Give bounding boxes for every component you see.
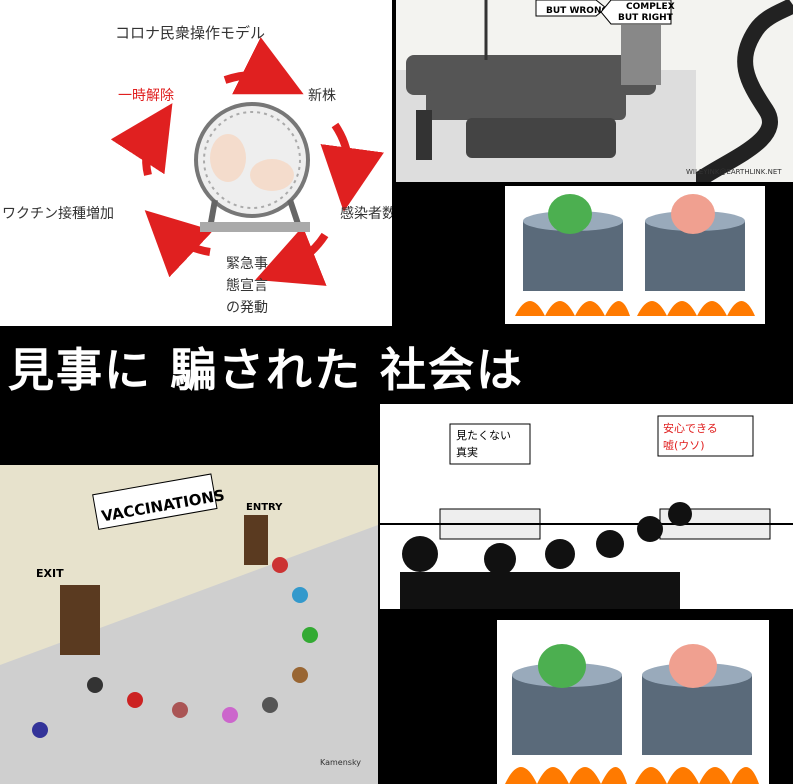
frogs-top-panel <box>505 186 765 324</box>
crowd-signature: WILEYINK@EARTHLINK.NET <box>686 168 782 176</box>
cycle-arrow <box>255 226 329 286</box>
cycle-step-emergency-1: 緊急事 <box>226 256 268 272</box>
boiled-frog-pot-icon <box>637 194 755 316</box>
lie-sign <box>657 415 754 457</box>
cycle-step-emergency-3: の発動 <box>226 300 268 316</box>
frog-pots-top <box>515 194 755 316</box>
cycle-arrow <box>110 103 173 176</box>
sign-but-right: BUT RIGHT <box>618 13 674 23</box>
cycle-arrow <box>223 37 304 95</box>
running-people-icon <box>32 557 318 738</box>
crowd-icon <box>406 55 656 160</box>
cycle-step-release: 一時解除 <box>118 88 174 104</box>
truth-sign-line2: 真実 <box>456 445 478 459</box>
lie-sign-line2: 嘘(ウソ) <box>663 439 705 452</box>
crowd-cartoon-panel: BUT WRONG COMPLEX BUT RIGHT WILEYINK@EAR… <box>396 0 793 182</box>
vaccination-cartoon: VACCINATIONS ENTRY EXIT Kamensky <box>0 465 378 784</box>
crowd-cartoon: BUT WRONG COMPLEX BUT RIGHT WILEYINK@EAR… <box>396 0 793 182</box>
frog-pot-icon <box>515 194 630 316</box>
cycle-title: コロナ民衆操作モデル <box>115 24 265 42</box>
cycle-diagram: コロナ民衆操作モデル 新株 感染者数増加 緊急事 態宣言 の発動 ワクチン接種増… <box>2 24 392 316</box>
hamster-wheel-icon <box>194 102 310 232</box>
exit-door <box>60 585 100 655</box>
frog-pot-icon <box>505 644 627 784</box>
sign-complex: COMPLEX <box>626 2 675 12</box>
entry-door <box>244 515 268 565</box>
truth-sign-line1: 見たくない <box>456 429 511 442</box>
boiled-frog-pot-icon <box>635 644 759 784</box>
lie-sign-line1: 安心できる <box>663 421 718 435</box>
vaccination-signature: Kamensky <box>320 758 361 767</box>
queue-people-icon <box>400 502 692 609</box>
stalls-cartoon: 見たくない 真実 安心できる 嘘(ウソ) <box>380 415 793 609</box>
cycle-step-cases-increase: 感染者数増加 <box>340 205 392 222</box>
bookshelf-icon <box>621 25 661 85</box>
sign-but-wrong: BUT WRONG <box>546 6 609 16</box>
stalls-panel: 見たくない 真実 安心できる 嘘(ウソ) <box>380 404 793 609</box>
exit-label: EXIT <box>36 567 64 580</box>
cycle-arrow <box>144 210 214 278</box>
frogs-bottom-panel <box>497 620 769 784</box>
cycle-step-vaccination: ワクチン接種増加 <box>2 205 114 222</box>
cycle-step-emergency-2: 態宣言 <box>226 278 268 294</box>
cycle-diagram-panel: コロナ民衆操作モデル 新株 感染者数増加 緊急事 態宣言 の発動 ワクチン接種増… <box>0 0 392 326</box>
entry-label: ENTRY <box>246 502 283 513</box>
cycle-step-new-strain: 新株 <box>308 88 336 104</box>
vaccination-cartoon-panel: VACCINATIONS ENTRY EXIT Kamensky <box>0 465 378 784</box>
frog-pots-bottom <box>505 644 759 784</box>
cycle-arrow <box>320 122 384 212</box>
truth-sign <box>449 423 531 465</box>
signpost: BUT WRONG COMPLEX BUT RIGHT <box>535 0 675 25</box>
headline: 見事に 騙された 社会は <box>8 343 525 397</box>
